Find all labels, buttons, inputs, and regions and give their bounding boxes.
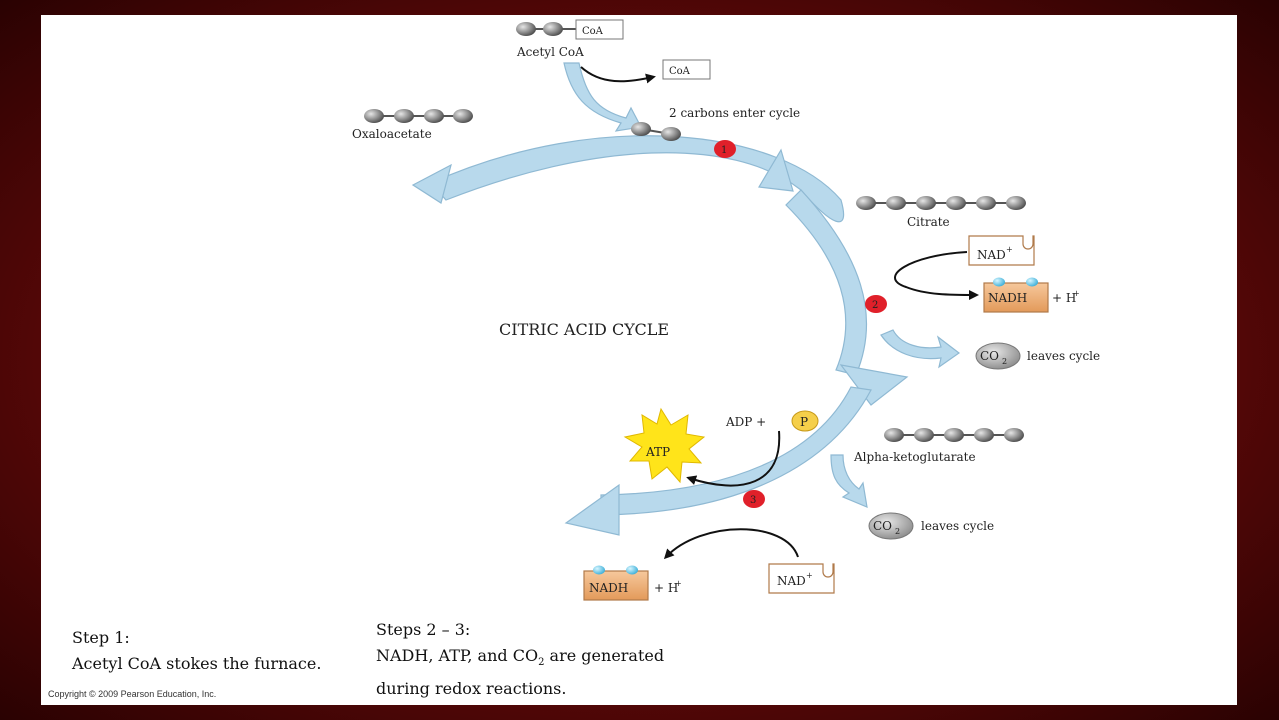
step23-line1: NADH, ATP, and CO2 are generated <box>376 646 665 669</box>
svg-text:2: 2 <box>872 300 878 311</box>
phosphate-molecule: P <box>791 410 819 432</box>
diagram-title: CITRIC ACID CYCLE <box>499 320 669 339</box>
svg-text:CO: CO <box>873 519 892 533</box>
citrate-molecule <box>856 196 1026 210</box>
coa-release-arrow <box>580 66 656 84</box>
alpha-ketoglutarate-molecule <box>884 428 1024 442</box>
step-2-badge: 2 <box>865 295 887 313</box>
acetyl-coa-molecule: CoA Acetyl CoA <box>516 19 624 59</box>
svg-text:2: 2 <box>895 527 900 536</box>
citrate-label: Citrate <box>907 215 950 229</box>
oxaloacetate-label: Oxaloacetate <box>352 127 432 141</box>
svg-text:NAD: NAD <box>777 574 806 588</box>
svg-text:1: 1 <box>721 145 727 156</box>
adp-label: ADP + <box>725 415 766 429</box>
svg-text:+ H: + H <box>654 581 678 595</box>
svg-text:2: 2 <box>1002 357 1007 366</box>
released-coa-label: CoA <box>669 66 691 77</box>
step1-caption: Step 1: Acetyl CoA stokes the furnace. <box>72 625 321 677</box>
nadh-box-step3: NADH <box>583 565 649 601</box>
co2-molecule-step3: CO 2 <box>868 512 914 540</box>
carbons-enter-label: 2 carbons enter cycle <box>669 106 800 120</box>
svg-text:+: + <box>806 571 813 580</box>
nad-to-nadh-arrow-step2 <box>894 251 979 300</box>
step1-title: Step 1: <box>72 628 130 647</box>
copyright-notice: Copyright © 2009 Pearson Education, Inc. <box>48 689 217 699</box>
svg-text:NADH: NADH <box>988 291 1027 305</box>
co2-leaves-label-step3: leaves cycle <box>921 519 994 533</box>
svg-text:+: + <box>1006 245 1013 254</box>
svg-text:+ H: + H <box>1052 291 1076 305</box>
h-plus-label-step3: + H + <box>654 579 682 595</box>
atp-star: ATP <box>623 407 706 484</box>
nadh-box-step2: NADH <box>983 277 1049 313</box>
step23-title: Steps 2 – 3: <box>376 620 471 639</box>
two-carbon-molecule <box>631 122 681 141</box>
adp-to-atp-arrow <box>686 430 781 487</box>
svg-text:CO: CO <box>980 349 999 363</box>
svg-text:+: + <box>675 579 682 588</box>
svg-text:P: P <box>800 415 808 429</box>
citric-acid-cycle-diagram: CoA Acetyl CoA CoA Oxaloacetate 2 carbon… <box>352 19 1100 601</box>
svg-text:+: + <box>1073 289 1080 298</box>
slide: CoA Acetyl CoA CoA Oxaloacetate 2 carbon… <box>41 15 1237 705</box>
h-plus-label-step2: + H + <box>1052 289 1080 305</box>
svg-text:NAD: NAD <box>977 248 1006 262</box>
step-1-badge: 1 <box>714 140 736 158</box>
step23-line2: during redox reactions. <box>376 679 567 699</box>
co2-molecule-step2: CO 2 <box>975 342 1021 370</box>
step-3-badge: 3 <box>743 490 765 508</box>
svg-text:ATP: ATP <box>645 445 670 459</box>
step1-text: Acetyl CoA stokes the furnace. <box>72 654 322 673</box>
acetyl-coa-box-label: CoA <box>582 26 604 37</box>
oxaloacetate-molecule <box>364 109 473 123</box>
acetyl-coa-label: Acetyl CoA <box>516 45 584 59</box>
nad-plus-box-step3: NAD + <box>768 563 835 594</box>
svg-text:NADH: NADH <box>589 581 628 595</box>
cycle-arrow <box>411 62 961 536</box>
nad-to-nadh-arrow-step3 <box>663 528 799 560</box>
nad-plus-box-step2: NAD + <box>968 235 1035 266</box>
step23-caption: Steps 2 – 3: NADH, ATP, and CO2 are gene… <box>376 617 664 702</box>
alpha-ketoglutarate-label: Alpha-ketoglutarate <box>853 450 976 464</box>
svg-text:3: 3 <box>750 495 756 506</box>
co2-leaves-label-step2: leaves cycle <box>1027 349 1100 363</box>
released-coa-box <box>662 59 711 80</box>
